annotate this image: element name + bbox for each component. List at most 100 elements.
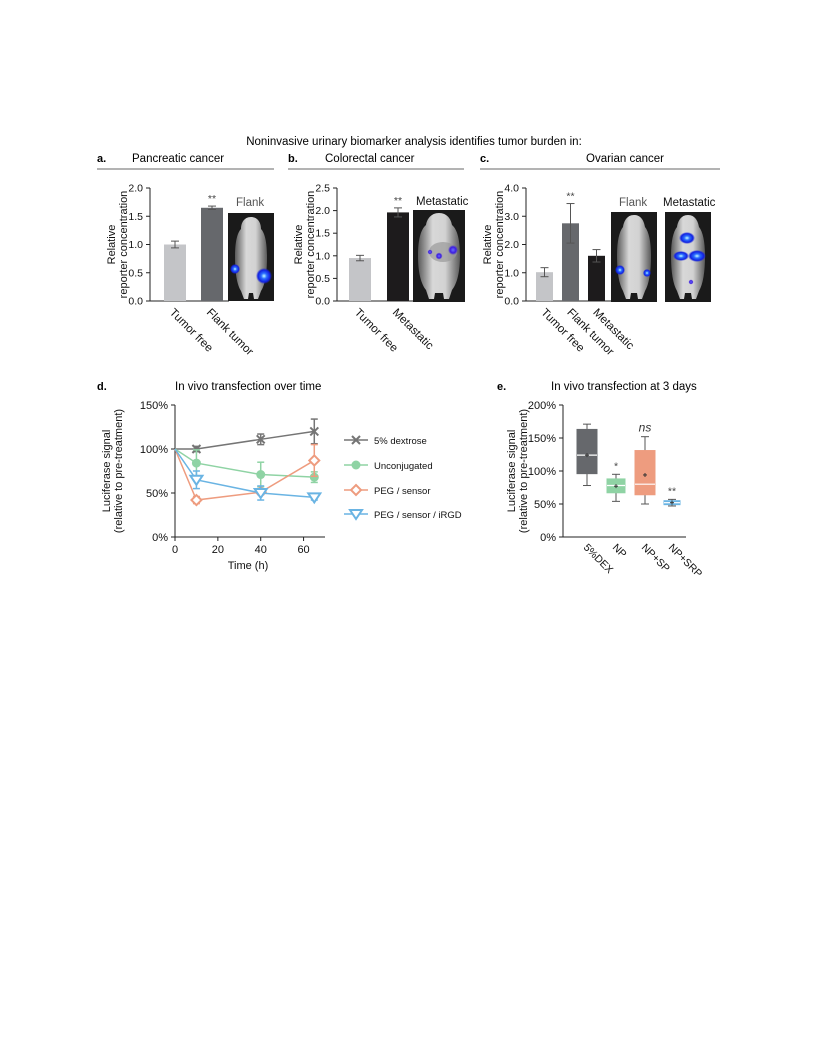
y-tick-label: 1.5 xyxy=(128,211,143,223)
tumor-signal xyxy=(643,269,651,277)
y-axis-label-line: Relative xyxy=(106,225,118,265)
y-tick-label: 0.5 xyxy=(128,267,143,279)
panel-a-rule xyxy=(97,168,274,170)
box-2 xyxy=(634,450,656,496)
y-tick-label: 1.5 xyxy=(315,228,330,240)
y-tick-label: 0.0 xyxy=(504,296,519,308)
data-point xyxy=(256,434,266,445)
box-0 xyxy=(576,428,598,475)
image-c-flank-label: Flank xyxy=(619,197,647,209)
y-tick-label: 150% xyxy=(528,433,556,445)
y-tick-label: 2.0 xyxy=(315,205,330,217)
series-line-3 xyxy=(174,448,315,499)
legend-marker xyxy=(349,483,363,497)
significance-marker: ns xyxy=(639,421,652,435)
data-point xyxy=(306,492,323,505)
significance-marker: * xyxy=(614,460,618,472)
data-point xyxy=(191,444,202,454)
x-category-label: NP xyxy=(610,542,629,561)
legend-marker xyxy=(351,435,361,445)
y-tick-label: 4.0 xyxy=(504,183,519,195)
panel-e-title: In vivo transfection at 3 days xyxy=(551,381,697,393)
x-tick-label: 40 xyxy=(255,544,267,556)
bar-tumor-free xyxy=(164,244,186,301)
y-tick-label: 2.0 xyxy=(504,239,519,251)
y-axis-label-line: reporter concentration xyxy=(494,191,506,299)
tumor-signal xyxy=(256,268,272,284)
legend-label: 5% dextrose xyxy=(374,436,427,447)
x-category-label: NP+SRP xyxy=(666,542,704,580)
y-tick-label: 0.0 xyxy=(128,296,143,308)
y-tick-label: 3.0 xyxy=(504,211,519,223)
tumor-signal xyxy=(615,265,625,275)
y-axis-label-line: (relative to pre-treatment) xyxy=(518,409,530,533)
tumor-signal xyxy=(435,252,443,260)
tumor-signal xyxy=(688,250,706,262)
x-axis-label: Time (h) xyxy=(228,560,269,572)
tumor-signal xyxy=(230,264,240,274)
panel-c-title: Ovarian cancer xyxy=(586,153,664,165)
image-b-label: Metastatic xyxy=(416,196,469,208)
series-line-0 xyxy=(175,430,315,450)
tumor-signal xyxy=(688,279,694,285)
data-point xyxy=(191,458,201,468)
x-tick-label: 60 xyxy=(297,544,309,556)
x-tick-label: 0 xyxy=(172,544,178,556)
y-tick-label: 150% xyxy=(140,400,168,412)
y-axis-label: Luciferase signal(relative to pre-treatm… xyxy=(506,409,530,533)
significance-marker: ** xyxy=(394,195,402,207)
y-tick-label: 1.0 xyxy=(315,250,330,262)
series-line-2 xyxy=(174,448,315,501)
panel-c-header: c. Ovarian cancer xyxy=(480,153,720,170)
x-category-label: Flank tumor xyxy=(204,307,256,359)
figure-title: Noninvasive urinary biomarker analysis i… xyxy=(246,136,582,148)
bar-metastatic xyxy=(387,212,409,301)
y-axis-label-line: Relative xyxy=(482,225,494,265)
mouse-image-c-flank xyxy=(611,212,657,302)
y-axis-label: Relativereporter concentration xyxy=(482,191,506,299)
y-axis-label-line: (relative to pre-treatment) xyxy=(113,409,125,533)
y-tick-label: 50% xyxy=(146,488,168,500)
legend-marker xyxy=(348,509,364,521)
y-tick-label: 200% xyxy=(528,400,556,412)
y-axis-label-line: Relative xyxy=(293,225,305,265)
panel-b-letter: b. xyxy=(288,153,298,165)
legend-marker xyxy=(351,460,361,470)
data-point xyxy=(309,426,319,437)
legend-label: PEG / sensor xyxy=(374,486,431,497)
y-tick-label: 1.0 xyxy=(128,239,143,251)
y-tick-label: 50% xyxy=(534,499,556,511)
mouse-image-a-flank xyxy=(228,213,274,301)
x-category-label: NP+SP xyxy=(639,542,672,575)
panel-d-title: In vivo transfection over time xyxy=(175,381,321,393)
mouse-image-c-metastatic xyxy=(665,212,711,302)
bar-tumor-free xyxy=(536,272,553,301)
data-point xyxy=(256,470,266,480)
tumor-signal xyxy=(679,232,695,244)
panel-b-title: Colorectal cancer xyxy=(325,153,415,165)
y-tick-label: 100% xyxy=(528,466,556,478)
data-point xyxy=(188,474,205,487)
tumor-signal xyxy=(427,249,433,255)
bar-flank-tumor xyxy=(562,223,579,301)
significance-marker: ** xyxy=(566,191,574,203)
y-tick-label: 1.0 xyxy=(504,267,519,279)
panel-a-letter: a. xyxy=(97,153,106,165)
x-tick-label: 20 xyxy=(212,544,224,556)
bar-tumor-free xyxy=(349,258,371,301)
data-point xyxy=(190,493,203,507)
y-tick-label: 0% xyxy=(152,532,168,544)
y-tick-label: 0.0 xyxy=(315,296,330,308)
y-axis-label-line: reporter concentration xyxy=(118,191,130,299)
panel-c-letter: c. xyxy=(480,153,489,165)
data-point xyxy=(309,472,319,482)
y-axis-label-line: reporter concentration xyxy=(305,191,317,299)
tumor-signal xyxy=(448,245,458,255)
data-point-stroke xyxy=(309,426,319,437)
legend-label: PEG / sensor / iRGD xyxy=(374,510,462,521)
tumor-signal xyxy=(673,251,689,261)
data-point xyxy=(307,454,321,467)
panel-b-header: b. Colorectal cancer xyxy=(288,153,464,170)
